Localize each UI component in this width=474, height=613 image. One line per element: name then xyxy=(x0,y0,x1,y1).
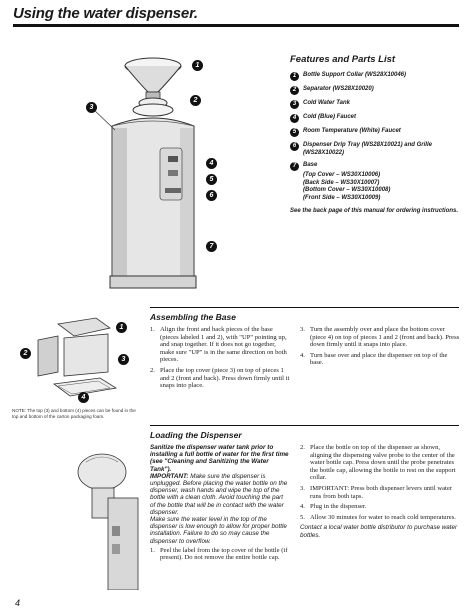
loading-step: 2. Place the bottle on top of the dispens… xyxy=(300,444,460,482)
step-text: Peel the label from the top cover of the… xyxy=(160,546,288,562)
feature-text: Bottle Support Collar (WS28X10046) xyxy=(303,72,407,78)
step-number: 3. xyxy=(300,484,305,492)
callout-5: 5 xyxy=(206,174,217,185)
important-paragraph: IMPORTANT: Make sure the dispenser is un… xyxy=(150,473,290,516)
title-rule xyxy=(13,24,459,27)
assembling-right-column: 3. Turn the assembly over and place the b… xyxy=(300,326,460,370)
callout-4: 4 xyxy=(206,158,217,169)
loading-diagram xyxy=(72,448,144,591)
step-number: 4. xyxy=(300,351,305,359)
callout-3: 3 xyxy=(86,102,97,113)
page-number: 4 xyxy=(15,598,21,608)
base-part: (Front Side – WS30X10009) xyxy=(303,194,381,201)
step-text: Align the front and back pieces of the b… xyxy=(160,326,287,364)
loading-right-column: 2. Place the bottle on top of the dispens… xyxy=(300,444,460,539)
assembly-step: 4. Turn base over and place the dispenser… xyxy=(300,352,460,367)
distributor-note: Contact a local water bottle distributor… xyxy=(300,524,458,539)
feature-text: Cold Water Tank xyxy=(303,100,351,106)
feature-item: 4 Cold (Blue) Faucet xyxy=(290,114,465,123)
loading-step: 5. Allow 30 minutes for water to reach co… xyxy=(300,514,460,522)
assembling-left-column: 1. Align the front and back pieces of the… xyxy=(150,326,290,393)
loading-title: Loading the Dispenser xyxy=(150,430,242,440)
loading-step: 4. Plug in the dispenser. xyxy=(300,503,460,511)
base-callout-2: 2 xyxy=(20,348,31,359)
important-label: IMPORTANT: xyxy=(150,472,189,480)
feature-number: 4 xyxy=(290,114,299,123)
step-text: IMPORTANT: Press both dispenser levers u… xyxy=(310,484,452,500)
callout-2: 2 xyxy=(190,95,201,106)
ordering-note: See the back page of this manual for ord… xyxy=(290,208,459,214)
base-note: NOTE: The top (3) and bottom (4) pieces … xyxy=(12,408,136,419)
page-title: Using the water dispenser. xyxy=(13,5,198,22)
step-number: 4. xyxy=(300,503,305,511)
step-number: 2. xyxy=(300,444,305,451)
feature-item: 6 Dispenser Drip Tray (WS28X10021) and Gr… xyxy=(290,142,465,157)
feature-item: 2 Separator (WS28X10020) xyxy=(290,86,465,95)
feature-item: 3 Cold Water Tank xyxy=(290,100,465,109)
feature-item: 5 Room Temperature (White) Faucet xyxy=(290,128,465,137)
feature-text: Separator (WS28X10020) xyxy=(303,86,374,92)
step-text: Turn base over and place the dispenser o… xyxy=(310,351,448,367)
feature-text: Room Temperature (White) Faucet xyxy=(303,128,401,134)
base-callout-3: 3 xyxy=(118,354,129,365)
feature-text: Base xyxy=(303,162,318,168)
water-level-note: Make sure the water level in the top of … xyxy=(150,516,287,545)
feature-text: Dispenser Drip Tray (WS28X10021) and Gri… xyxy=(303,142,432,156)
feature-number: 6 xyxy=(290,142,299,151)
assembly-step: 1. Align the front and back pieces of the… xyxy=(150,326,290,364)
step-number: 2. xyxy=(150,366,155,374)
features-list: 1 Bottle Support Collar (WS28X10046) 2 Sep… xyxy=(290,72,465,216)
feature-number: 1 xyxy=(290,72,299,81)
base-callout-1: 1 xyxy=(116,322,127,333)
assembly-step: 2. Place the top cover (piece 3) on top o… xyxy=(150,367,290,390)
base-diagram: 1 2 3 4 xyxy=(18,310,136,405)
feature-number: 7 xyxy=(290,162,299,171)
loading-rule xyxy=(150,425,459,426)
base-illustration xyxy=(37,317,118,397)
step-text: Allow 30 minutes for water to reach cold… xyxy=(310,513,456,521)
base-part: (Bottom Cover – WS30X10008) xyxy=(303,187,391,193)
assembly-step: 3. Turn the assembly over and place the b… xyxy=(300,326,460,349)
dispenser-illustration xyxy=(91,57,197,289)
step-number: 5. xyxy=(300,513,305,521)
important-text: Make sure the dispenser is unplugged. Be… xyxy=(150,472,288,516)
loading-illustration xyxy=(77,453,139,591)
callout-1: 1 xyxy=(192,60,203,71)
assembling-rule xyxy=(150,307,459,308)
dispenser-diagram: 1 2 3 4 5 6 7 xyxy=(60,48,290,300)
step-text: Plug in the dispenser. xyxy=(310,503,367,511)
feature-text: Cold (Blue) Faucet xyxy=(303,114,357,120)
assembling-title: Assembling the Base xyxy=(150,312,236,322)
callout-7: 7 xyxy=(206,241,217,252)
feature-item: 7 Base xyxy=(290,162,465,171)
features-title: Features and Parts List xyxy=(290,54,396,65)
step-text: Turn the assembly over and place the bot… xyxy=(310,326,460,349)
sanitize-intro: Sanitize the dispenser water tank prior … xyxy=(150,444,289,473)
feature-number: 3 xyxy=(290,100,299,109)
callout-6: 6 xyxy=(206,190,217,201)
base-part: (Top Cover – WS30X10006) xyxy=(303,172,381,178)
loading-step: 1. Peel the label from the top cover of t… xyxy=(150,547,290,562)
step-number: 1. xyxy=(150,546,155,554)
feature-item: 1 Bottle Support Collar (WS28X10046) xyxy=(290,72,465,81)
feature-number: 2 xyxy=(290,86,299,95)
step-number: 3. xyxy=(300,326,305,333)
base-callout-4: 4 xyxy=(78,392,89,403)
loading-step: 3. IMPORTANT: Press both dispenser levers… xyxy=(300,485,460,500)
base-part: (Back Side – WS30X10007) xyxy=(303,179,380,186)
step-text: Place the bottle on top of the dispenser… xyxy=(310,444,456,482)
loading-left-column: Sanitize the dispenser water tank prior … xyxy=(150,444,290,565)
step-text: Place the top cover (piece 3) on top of … xyxy=(160,366,290,390)
step-number: 1. xyxy=(150,326,155,333)
feature-number: 5 xyxy=(290,128,299,137)
